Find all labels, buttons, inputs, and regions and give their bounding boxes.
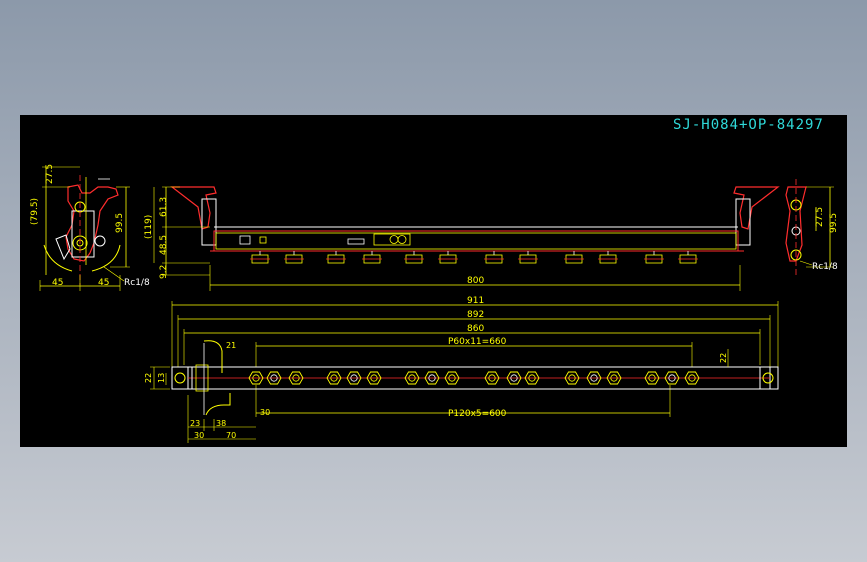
front-nozzle-fitting [250, 251, 270, 264]
front-nozzle-fitting [484, 251, 504, 264]
plan-nozzle-fitting [248, 371, 264, 385]
right-side-view: 27.5 99.5 Rc1/8 [785, 179, 839, 275]
front-length: 800 [467, 276, 484, 286]
front-nozzle-fitting [644, 251, 664, 264]
drawing-title: SJ-H084+OP-84297 [673, 117, 824, 133]
plan-pitch-lower: P120x5=600 [448, 409, 507, 419]
front-nozzle-fitting [438, 251, 458, 264]
plan-dim-30-bottom: 30 [194, 431, 204, 440]
front-nozzle-fitting [326, 251, 346, 264]
plan-nozzle-fitting [288, 371, 304, 385]
front-view: 61.3 (119) 48.5 9.2 800 [144, 186, 780, 291]
plan-dim-860: 860 [467, 324, 484, 334]
plan-nozzle-fitting [444, 371, 460, 385]
plan-dim-892: 892 [467, 310, 484, 320]
plan-nozzle-fitting [684, 371, 700, 385]
technical-drawing: 27.5 (79.5) 99.5 45 45 Rc1/8 [30, 164, 839, 443]
front-nozzle-fitting [598, 251, 618, 264]
plan-nozzle-fitting [524, 371, 540, 385]
plan-nozzle-fitting [326, 371, 342, 385]
front-nozzle-fitting [564, 251, 584, 264]
front-dim-lower: 48.5 [159, 235, 169, 255]
right-dim-right: 99.5 [829, 213, 839, 233]
plan-pitch-upper: P60x11=660 [448, 337, 507, 347]
plan-dim-38: 38 [216, 419, 226, 428]
right-thread-label: Rc1/8 [812, 262, 838, 272]
left-dim-right: 99.5 [115, 213, 125, 233]
plan-nozzle-fitting [664, 371, 680, 385]
plan-nozzle-fitting [586, 371, 602, 385]
left-thread-label: Rc1/8 [124, 278, 150, 288]
front-nozzle-fitting [362, 251, 382, 264]
plan-nozzle-fitting [484, 371, 500, 385]
left-dim-bottom-left: 45 [52, 278, 63, 288]
left-dim-bottom-right: 45 [98, 278, 109, 288]
plan-fittings-group [248, 371, 700, 385]
front-nozzle-fitting [404, 251, 424, 264]
left-dim-overall: (79.5) [30, 198, 40, 225]
plan-dim-23: 23 [190, 419, 200, 428]
plan-nozzle-fitting [266, 371, 282, 385]
front-nozzle-fitting [518, 251, 538, 264]
plan-nozzle-fitting [506, 371, 522, 385]
plan-dim-911: 911 [467, 296, 484, 306]
plan-dim-30-inner: 30 [260, 408, 270, 417]
plan-dim-22-right: 22 [719, 353, 728, 363]
plan-nozzle-fitting [606, 371, 622, 385]
plan-nozzle-fitting [644, 371, 660, 385]
right-dim-top: 27.5 [815, 207, 825, 227]
plan-nozzle-fitting [404, 371, 420, 385]
left-side-view: 27.5 (79.5) 99.5 45 45 Rc1/8 [30, 164, 150, 291]
cad-drawing-canvas: SJ-H084+OP-84297 [20, 115, 847, 447]
front-fittings-group [250, 251, 698, 264]
front-nozzle-fitting [284, 251, 304, 264]
plan-view: 911 892 860 P60x11=660 P120x5=600 [144, 296, 779, 443]
plan-dim-70: 70 [226, 431, 236, 440]
front-dim-bottom: 9.2 [159, 265, 169, 279]
plan-nozzle-fitting [346, 371, 362, 385]
plan-nozzle-fitting [424, 371, 440, 385]
plan-nozzle-fitting [366, 371, 382, 385]
left-dim-top: 27.5 [45, 164, 55, 184]
front-dim-upper: 61.3 [159, 197, 169, 217]
plan-nozzle-fitting [564, 371, 580, 385]
plan-dim-13: 13 [157, 373, 166, 383]
front-nozzle-fitting [678, 251, 698, 264]
plan-dim-22-left: 22 [144, 373, 153, 383]
front-dim-overall: (119) [144, 215, 154, 239]
plan-dim-21: 21 [226, 341, 236, 350]
